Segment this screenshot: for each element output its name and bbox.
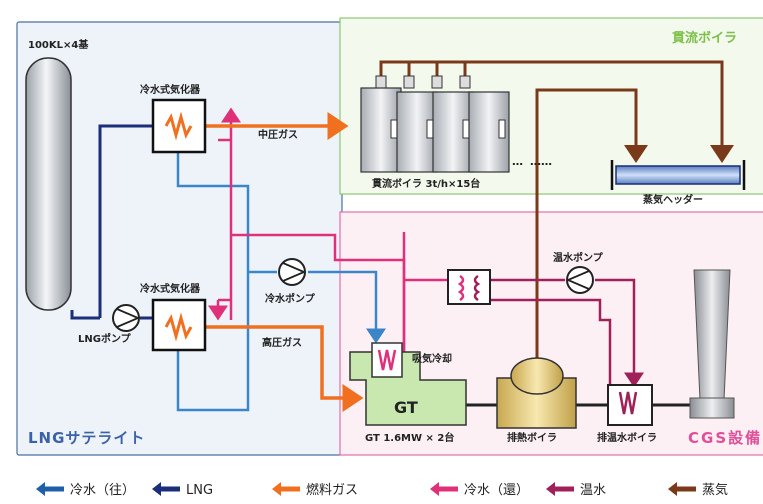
lng-pipes	[70, 124, 153, 320]
boiler-units: … …… 貫流ボイラ 3t/h×15台	[360, 75, 552, 190]
boiler-unit	[459, 75, 510, 173]
high-pressure-gas-label: 高圧ガス	[262, 336, 302, 349]
intake-cooler	[371, 342, 403, 378]
boiler-dots-near: …	[512, 155, 523, 168]
cold-water-pump-label: 冷水ポンプ	[265, 292, 316, 305]
mid-pressure-gas-label: 中圧ガス	[258, 128, 298, 141]
exhaust-water-boiler-label: 排温水ボイラ	[597, 431, 657, 444]
legend-arrow-icon	[546, 482, 574, 496]
legend-label: 燃料ガス	[306, 482, 358, 498]
legend-label: LNG	[186, 483, 213, 498]
legend-arrow-icon	[152, 482, 180, 496]
steam-header: 蒸気ヘッダー	[610, 160, 746, 206]
legend-item: 温水	[546, 482, 606, 498]
legend-item: 蒸気	[668, 482, 728, 498]
legend-arrow-icon	[36, 482, 64, 496]
vaporizer-top-label: 冷水式気化器	[140, 83, 201, 96]
gt-label: GT	[394, 398, 418, 417]
cold-water-pump: 冷水ポンプ	[265, 258, 316, 305]
legend-item: 冷水（還）	[430, 482, 529, 498]
lng-pump-label: LNGポンプ	[78, 332, 132, 345]
exhaust-heat-boiler: 排熱ボイラ	[496, 357, 577, 444]
legend-label: 冷水（還）	[464, 483, 529, 498]
gas-turbine: GT 吸気冷却 GT 1.6MW × 2台	[349, 342, 467, 444]
coil-icon	[377, 349, 397, 371]
lng-tank: 100KL×4基	[25, 38, 89, 311]
lng-region-label: LNGサテライト	[28, 429, 145, 447]
legend-arrow-icon	[668, 482, 696, 496]
legend-item: 冷水（往）	[36, 482, 135, 498]
hot-water-pump-label: 温水ポンプ	[553, 251, 604, 264]
hot-water-pump: 温水ポンプ	[553, 251, 604, 294]
cgs-region-label: CGS設備	[688, 429, 762, 447]
legend-label: 冷水（往）	[70, 483, 135, 498]
boiler-dots-far: ……	[530, 155, 552, 168]
cold-water-return-pipes	[208, 107, 448, 352]
legend-label: 蒸気	[702, 482, 728, 498]
boiler-unit	[360, 75, 402, 173]
legend-arrow-icon	[430, 482, 458, 496]
exhaust-water-boiler: 排温水ボイラ	[597, 384, 657, 444]
coil-icon	[473, 274, 481, 302]
legend-arrow-icon	[272, 482, 300, 496]
fuel-gas-pipes	[205, 112, 364, 412]
lng-pump: LNGポンプ	[78, 304, 141, 345]
cold-water-supply-pipes	[176, 152, 386, 412]
hot-water-pipes	[490, 278, 644, 395]
tank-label: 100KL×4基	[28, 38, 89, 51]
legend-label: 温水	[580, 483, 606, 498]
vaporizer-bottom-label: 冷水式気化器	[140, 282, 201, 295]
legend-item: LNG	[152, 482, 213, 498]
coil-icon	[164, 111, 193, 141]
boiler-region-label: 貫流ボイラ	[672, 30, 737, 46]
legend: 冷水（往） LNG 燃料ガス 冷水（還） 温水 蒸気	[36, 482, 728, 498]
coil-icon	[457, 274, 465, 302]
vaporizer-bottom: 冷水式気化器	[140, 282, 207, 352]
gt-intake-label: 吸気冷却	[412, 352, 452, 365]
boiler-units-label: 貫流ボイラ 3t/h×15台	[372, 177, 480, 190]
steam-header-label: 蒸気ヘッダー	[643, 193, 703, 206]
gt-caption: GT 1.6MW × 2台	[365, 431, 454, 444]
heat-exchanger	[447, 269, 491, 305]
exhaust-boiler-label: 排熱ボイラ	[507, 431, 557, 444]
legend-item: 燃料ガス	[272, 482, 358, 498]
vaporizer-top: 冷水式気化器	[140, 83, 207, 154]
coil-icon	[164, 312, 193, 342]
boiler-unit	[431, 75, 474, 173]
coil-icon	[618, 391, 638, 415]
exhaust-stack	[689, 269, 735, 419]
boiler-unit	[396, 75, 438, 173]
